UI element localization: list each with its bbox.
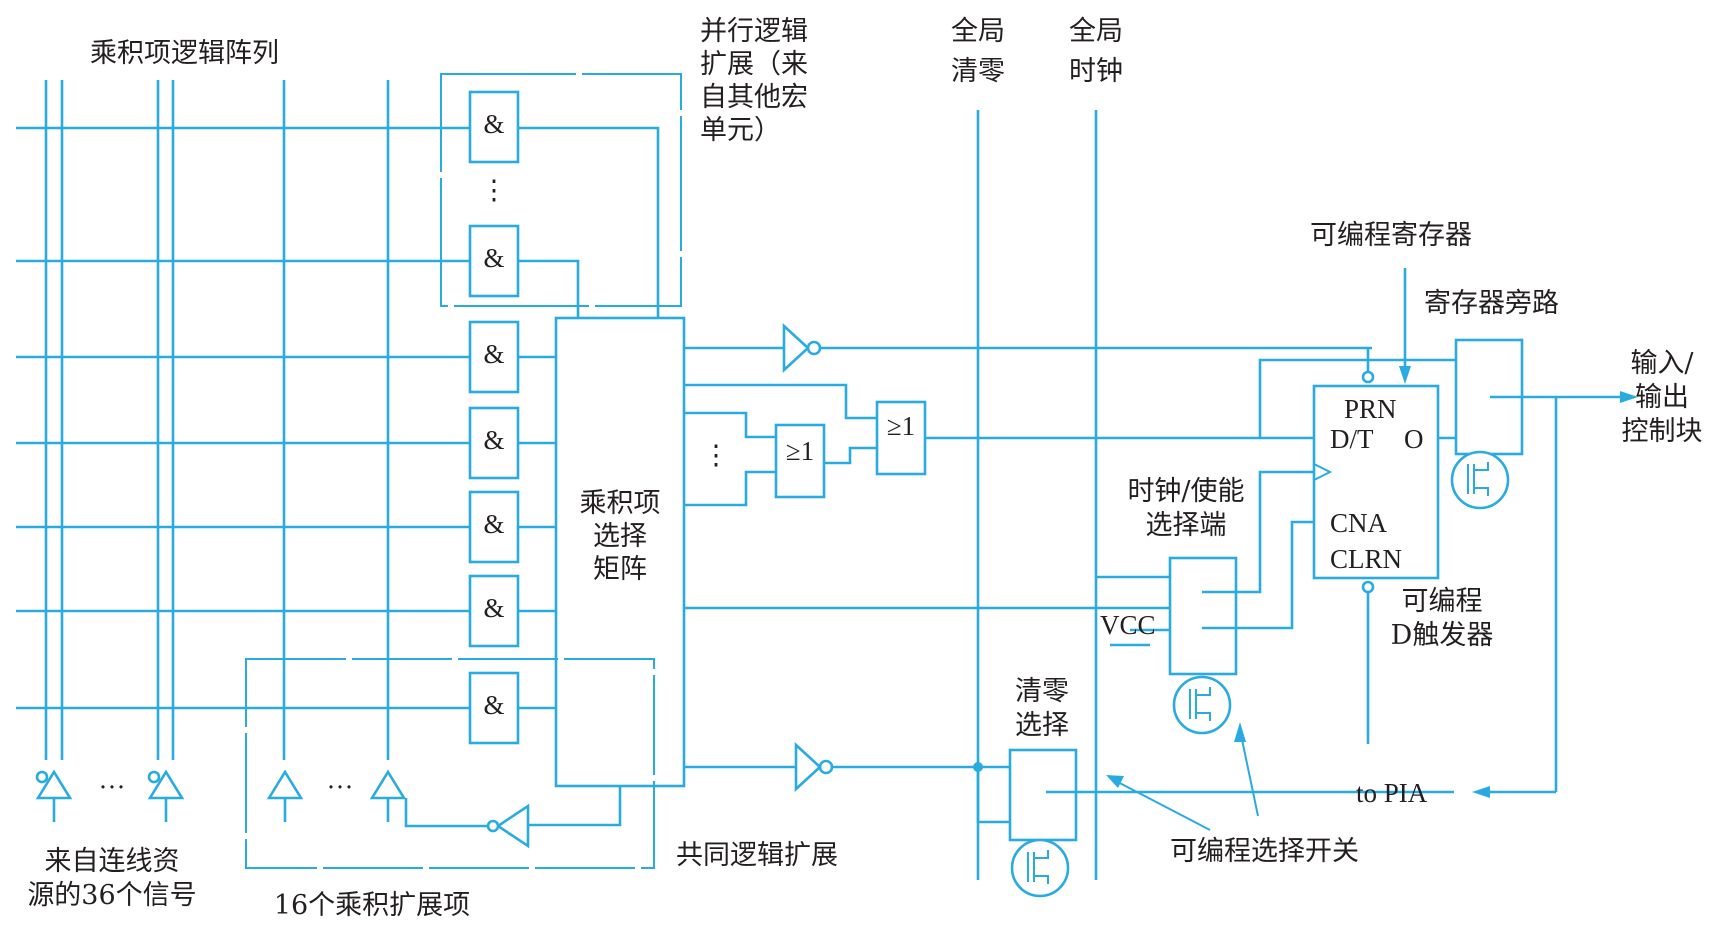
and-gates: & ⋮ & & & & & & [468,90,520,745]
input-columns [44,80,390,760]
label-to-pia: to PIA [1356,778,1428,808]
label-prog-dff-1: 可编程 [1402,586,1483,617]
or-gate-2: ≥1 [887,411,915,441]
and-gate-6: & [483,593,504,623]
label-parallel-ext-3: 自其他宏 [700,82,808,113]
input-buffers: ··· ··· [35,769,407,822]
label-parallel-ext-4: 单元） [700,115,781,146]
ff-dt: D/T [1330,424,1374,454]
select-matrix-line1: 乘积项 [580,488,661,519]
select-matrix [554,316,686,788]
label-source-signals-1: 来自连线资 [45,846,180,877]
label-parallel-ext-2: 扩展（来 [700,49,808,80]
label-prog-register: 可编程寄存器 [1310,220,1472,251]
ff-clrn: CLRN [1330,544,1402,574]
label-global-clock-2: 时钟 [1069,56,1123,87]
label-global-clear-2: 清零 [951,56,1005,87]
label-clock-enable-1: 时钟/使能 [1127,476,1244,507]
and-gate-7: & [483,690,504,720]
label-io-block-3: 控制块 [1622,416,1703,447]
input-ellipsis-1: ··· [99,772,126,802]
label-global-clear-1: 全局 [951,16,1005,47]
label-prog-switch: 可编程选择开关 [1170,836,1359,867]
label-io-block-1: 输入/ [1630,348,1694,379]
label-expander-terms: 16个乘积扩展项 [274,890,470,921]
label-clock-enable-2: 选择端 [1146,510,1227,541]
ff-prn: PRN [1344,394,1397,424]
label-product-term-array: 乘积项逻辑阵列 [90,38,279,69]
label-shared-ext: 共同逻辑扩展 [676,840,838,871]
select-matrix-line3: 矩阵 [593,554,647,585]
and-gate-5: & [483,509,504,539]
input-ellipsis-2: ··· [327,772,354,802]
product-term-lines [16,126,470,710]
and-gate-2: & [483,243,504,273]
label-io-block-2: 输出 [1635,382,1689,413]
label-register-bypass: 寄存器旁路 [1424,288,1559,319]
select-matrix-line2: 选择 [593,521,647,552]
and-gate-vdots: ⋮ [481,175,508,205]
and-gate-1: & [483,109,504,139]
and-gate-4: & [483,425,504,455]
or-gate-1: ≥1 [786,436,814,466]
ff-q: O [1404,424,1424,454]
label-clear-select-1: 清零 [1015,676,1069,707]
label-parallel-ext-1: 并行逻辑 [700,16,808,47]
or-vdots: ⋮ [703,440,730,470]
label-vcc: VCC [1100,610,1156,640]
label-source-signals-2: 源的36个信号 [27,880,196,911]
label-clear-select-2: 选择 [1015,710,1069,741]
label-prog-dff-2: D触发器 [1391,620,1494,651]
and-gate-3: & [483,339,504,369]
label-global-clock-1: 全局 [1069,16,1123,47]
ff-cna: CNA [1330,508,1388,538]
